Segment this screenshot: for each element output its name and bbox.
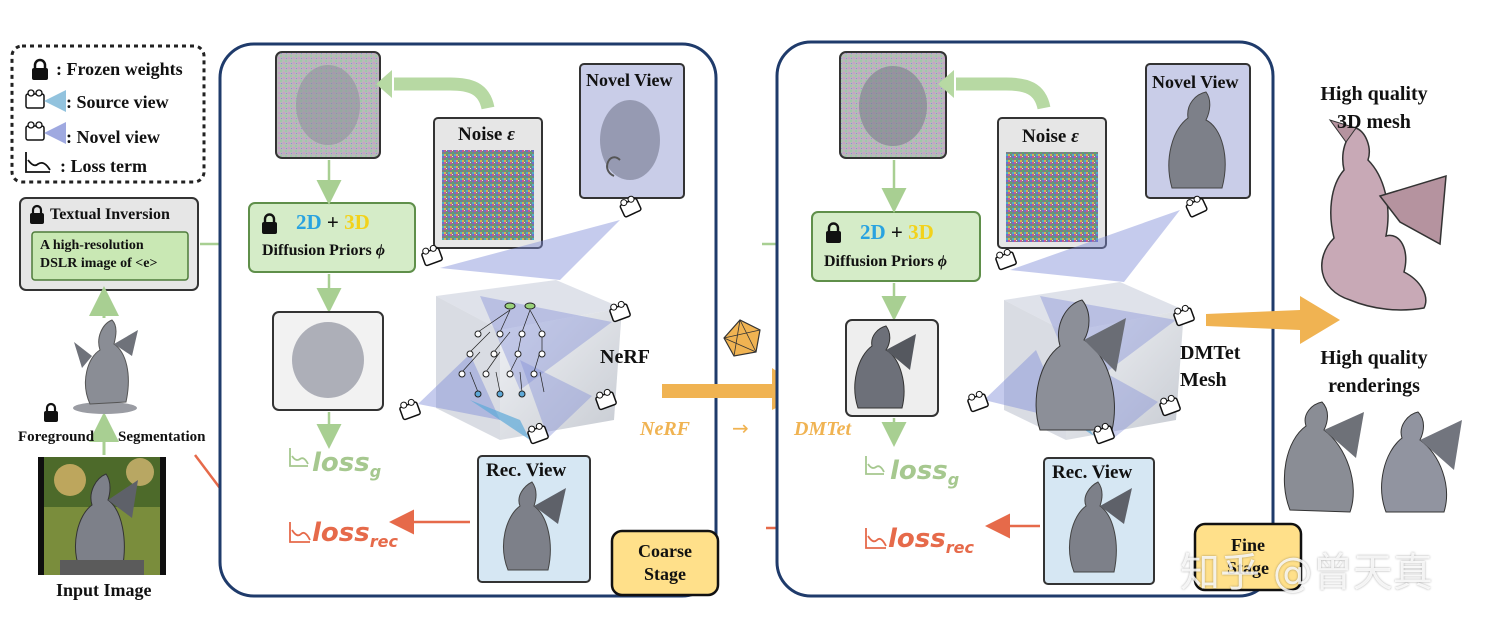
coarse-noise-label: Noise ε [458,124,515,145]
coarse-novel-view-label: Novel View [586,70,673,90]
fine-stage-badge [1193,522,1303,592]
fine-diffusion-label: Diffusion Priors ϕ [824,253,948,270]
coarse-noise-arrow [394,77,495,110]
legend-frozen-label: : Frozen weights [56,59,183,79]
prompt-line-1: A high-resolution [40,238,144,253]
legend-novel-label: : Novel view [66,127,160,147]
input-image-caption: Input Image [56,580,152,600]
foreground-label: Foreground [18,429,95,445]
coarse-stage-badge [610,529,720,597]
output-arrow [1206,296,1340,344]
novel-camera-icon [25,121,66,144]
fine-loss-g: lossg [890,456,960,490]
foreground-lock-icon [44,402,58,422]
camera-icon [609,300,631,323]
camera-icon [595,388,617,411]
lock-icon [262,213,277,234]
coarse-loss-g: lossg [312,448,382,482]
lock-icon [32,58,48,80]
camera-icon [1185,195,1208,218]
fine-noise-label: Noise ε [1022,126,1079,147]
camera-icon [967,390,989,413]
coarse-loss-rec: lossrec [312,518,398,552]
camera-icon [1173,304,1195,327]
camera-icon [1159,394,1181,417]
legend-box [10,44,206,184]
high-quality-mesh-image [1321,119,1447,311]
textual-inversion-title: Textual Inversion [50,206,170,223]
input-photo [38,457,166,575]
fine-rec-view-label: Rec. View [1052,462,1133,483]
transition-to: DMTet [794,418,852,440]
camera-icon [619,195,642,218]
camera-icon [995,248,1017,271]
watermark: 知乎 @曾天真 [1180,550,1433,596]
fine-noise-arrow [956,77,1051,110]
nerf-to-dmtet-arrow [662,368,808,410]
legend-loss-label: : Loss term [60,156,147,176]
transition-arrow-glyph: → [732,416,749,440]
camera-icon [527,422,549,445]
fine-novel-view-label: Novel View [1152,72,1239,92]
lock-icon [30,204,44,224]
nerf-label: NeRF [600,346,650,368]
legend-source-label: : Source view [66,92,169,112]
prompt-line-2: DSLR image of <e> [40,256,158,271]
dmtet-dragon-mesh [1035,299,1115,431]
coarse-prior-title: 2D + 3D [296,210,370,234]
source-camera-icon [25,89,66,112]
coarse-rec-view-label: Rec. View [486,460,567,481]
lock-icon [826,222,841,243]
coarse-diffusion-label: Diffusion Priors ϕ [262,242,386,259]
fine-prior-title: 2D + 3D [860,220,934,244]
high-quality-renderings-image [1276,401,1484,522]
loss-term-icon [25,152,51,173]
camera-icon [399,398,421,421]
camera-icon [1093,422,1115,445]
prompt-box [31,231,189,281]
tetrahedron-icon [723,319,761,357]
camera-icon [421,244,443,267]
fine-loss-rec: lossrec [888,524,974,558]
transition-from: NeRF [640,418,690,440]
dragon-foreground-image [73,319,138,414]
segmentation-label: Segmentation [118,429,206,445]
